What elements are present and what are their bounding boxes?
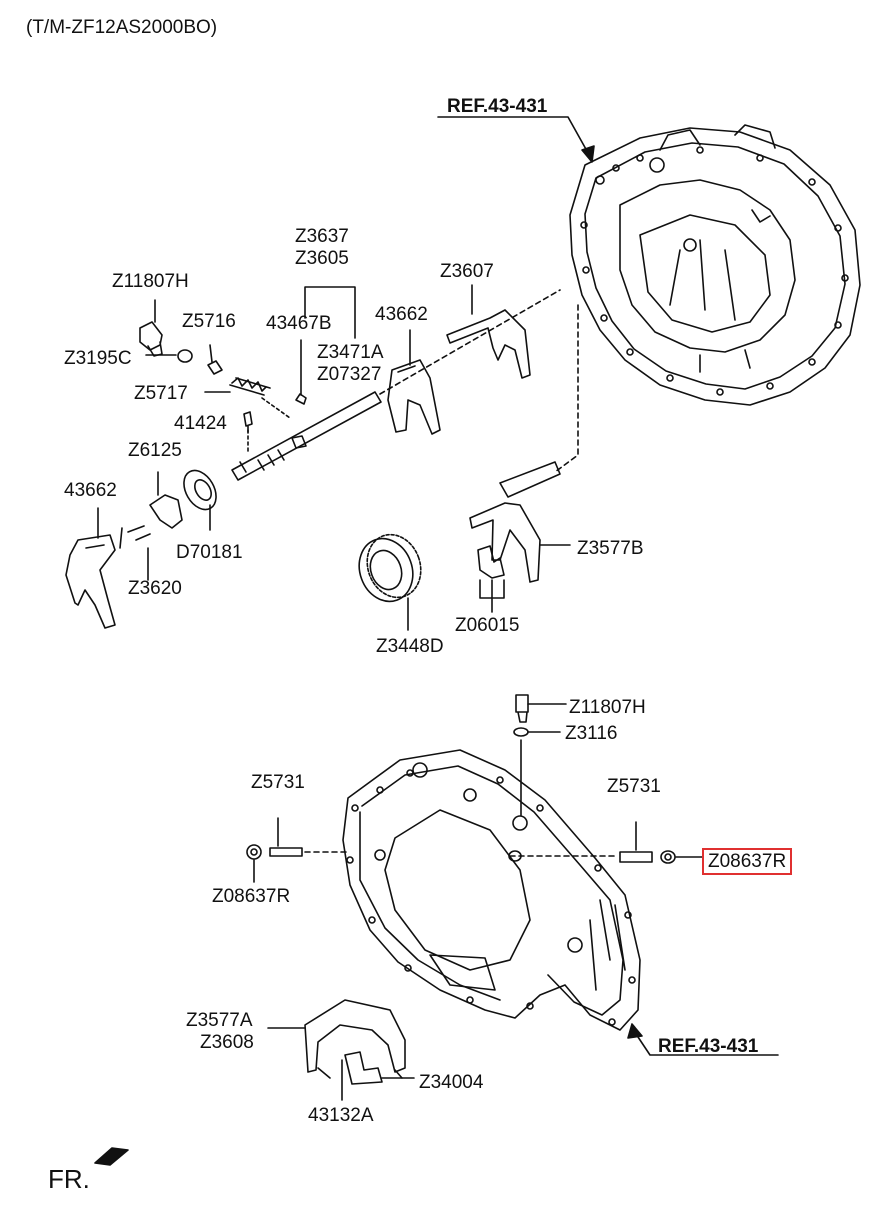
fork-43662-mid xyxy=(387,329,441,435)
part-label-43467b[interactable]: 43467B xyxy=(266,313,332,334)
part-label-z34004[interactable]: Z34004 xyxy=(419,1072,484,1093)
part-label-z3620[interactable]: Z3620 xyxy=(128,578,182,599)
transmission-case-top xyxy=(569,124,861,406)
transmission-case-bottom xyxy=(342,749,641,1031)
part-label-z5731-right[interactable]: Z5731 xyxy=(607,776,661,797)
part-label-z3608[interactable]: Z3608 xyxy=(200,1032,254,1053)
part-label-43662-left[interactable]: 43662 xyxy=(64,480,117,501)
fork-43662-left xyxy=(65,507,116,629)
fork-z3577b xyxy=(469,461,571,583)
part-label-43132a[interactable]: 43132A xyxy=(308,1105,374,1126)
fork-z3577a xyxy=(267,999,406,1079)
bracket-z6125 xyxy=(119,471,183,549)
ref-label-top[interactable]: REF.43-431 xyxy=(447,96,548,117)
part-label-z3577a[interactable]: Z3577A xyxy=(186,1010,253,1031)
part-label-z3116[interactable]: Z3116 xyxy=(565,723,618,744)
fork-z3607 xyxy=(446,284,531,379)
part-label-z11807h-bottom[interactable]: Z11807H xyxy=(569,697,646,718)
plate-d70181 xyxy=(183,469,217,531)
part-label-z5731-left[interactable]: Z5731 xyxy=(251,772,305,793)
part-label-d70181[interactable]: D70181 xyxy=(176,542,243,563)
part-label-z08637r-right-highlighted[interactable]: Z08637R xyxy=(702,848,793,875)
part-label-z3448d[interactable]: Z3448D xyxy=(376,636,444,657)
part-label-z3577b[interactable]: Z3577B xyxy=(577,538,644,559)
part-label-z3607[interactable]: Z3607 xyxy=(440,261,494,282)
gear-z3448d xyxy=(358,533,422,631)
model-header: (T/M-ZF12AS2000BO) xyxy=(26,17,218,38)
part-label-z5716[interactable]: Z5716 xyxy=(182,311,236,332)
part-label-z07327[interactable]: Z07327 xyxy=(317,364,382,385)
part-label-z06015[interactable]: Z06015 xyxy=(455,615,520,636)
part-label-z3471a[interactable]: Z3471A xyxy=(317,342,384,363)
part-label-z11807h-top[interactable]: Z11807H xyxy=(112,271,189,292)
sensor-z11807h-top xyxy=(139,299,163,357)
part-label-z08637r-left[interactable]: Z08637R xyxy=(212,886,291,907)
washer-z3195c xyxy=(177,349,193,363)
part-label-z3637[interactable]: Z3637 xyxy=(295,226,349,247)
part-label-z6125[interactable]: Z6125 xyxy=(128,440,182,461)
shift-rod xyxy=(231,391,382,481)
part-label-43662-mid[interactable]: 43662 xyxy=(375,304,428,325)
part-label-z5717[interactable]: Z5717 xyxy=(134,383,188,404)
part-label-z3195c[interactable]: Z3195C xyxy=(64,348,132,369)
front-direction-label: FR. xyxy=(48,1164,90,1194)
ref-label-bottom[interactable]: REF.43-431 xyxy=(658,1036,759,1057)
part-label-z3605[interactable]: Z3605 xyxy=(295,248,349,269)
part-label-41424[interactable]: 41424 xyxy=(174,413,227,434)
